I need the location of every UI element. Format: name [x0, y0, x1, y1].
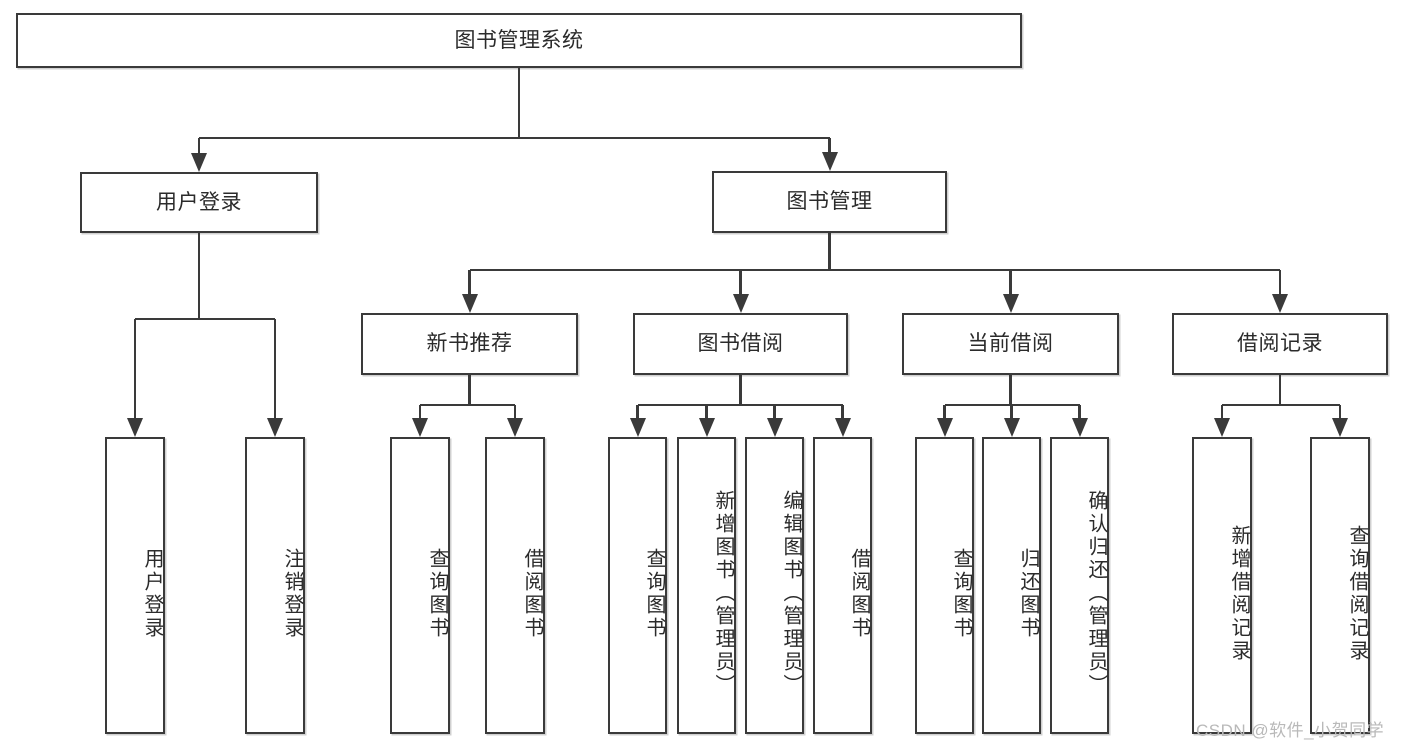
arrow-head-icon: [732, 294, 749, 313]
arrow-head-icon: [936, 418, 953, 437]
connector-trunk: [1009, 375, 1012, 405]
connector-trunk: [739, 375, 742, 405]
connector-trunk: [197, 233, 201, 319]
connector-trunk: [828, 233, 831, 270]
connector-drop: [1078, 405, 1081, 418]
arrow-head-icon: [1003, 418, 1020, 437]
connector-drop: [468, 270, 471, 294]
connector-bus: [1222, 403, 1340, 407]
connector-drop: [943, 405, 946, 418]
connector-drop: [841, 405, 844, 418]
connector-drop: [828, 138, 831, 152]
node-label: 编辑图书（管理员）: [780, 490, 802, 697]
connector-bus: [637, 403, 843, 407]
node-leaf-borrow-book-2[interactable]: 借阅图书: [813, 437, 872, 734]
node-leaf-add-book[interactable]: 新增图书（管理员）: [677, 437, 736, 734]
connector-drop: [197, 138, 201, 153]
connector-drop: [1338, 405, 1342, 418]
csdn-watermark: CSDN @软件_小贺同学: [1196, 721, 1385, 740]
arrow-head-icon: [766, 418, 783, 437]
node-leaf-query-record[interactable]: 查询借阅记录: [1310, 437, 1370, 734]
node-label: 新增图书（管理员）: [712, 490, 734, 697]
node-leaf-query-book-3[interactable]: 查询图书: [915, 437, 974, 734]
node-user-login[interactable]: 用户登录: [80, 172, 318, 233]
connector-bus: [199, 136, 830, 140]
node-label: 借阅图书: [521, 547, 543, 640]
connector-drop: [1278, 270, 1282, 294]
node-label: 借阅图书: [848, 547, 870, 640]
node-leaf-edit-book[interactable]: 编辑图书（管理员）: [745, 437, 804, 734]
node-label: 当前借阅: [967, 332, 1054, 356]
node-label: 归还图书: [1017, 547, 1039, 640]
node-label: 用户登录: [156, 190, 242, 214]
connector-bus: [135, 317, 275, 321]
arrow-head-icon: [821, 152, 838, 171]
node-root[interactable]: 图书管理系统: [16, 13, 1022, 68]
arrow-head-icon: [191, 153, 207, 172]
connector-drop: [705, 405, 708, 418]
connector-bus: [420, 403, 515, 407]
node-label: 图书管理系统: [454, 28, 584, 52]
connector-drop: [513, 405, 517, 418]
node-leaf-confirm-return[interactable]: 确认归还（管理员）: [1050, 437, 1109, 734]
connector-drop: [739, 270, 742, 294]
arrow-head-icon: [1071, 418, 1088, 437]
node-label: 新增借阅记录: [1228, 524, 1250, 663]
node-book-borrow[interactable]: 图书借阅: [633, 313, 848, 375]
arrow-head-icon: [461, 294, 478, 313]
node-label: 图书借阅: [697, 332, 784, 356]
node-borrow-record[interactable]: 借阅记录: [1172, 313, 1388, 375]
arrow-head-icon: [1214, 418, 1230, 437]
connector-trunk: [517, 68, 521, 138]
connector-drop: [1220, 405, 1224, 418]
arrow-head-icon: [267, 418, 283, 437]
connector-bus: [469, 268, 1280, 272]
node-label: 新书推荐: [426, 332, 513, 356]
connector-drop: [133, 319, 137, 418]
node-label: 用户登录: [141, 547, 163, 640]
connector-drop: [418, 405, 422, 418]
connector-drop: [1010, 405, 1013, 418]
connector-drop: [636, 405, 639, 418]
node-leaf-borrow-book-1[interactable]: 借阅图书: [485, 437, 545, 734]
node-label: 确认归还（管理员）: [1085, 490, 1107, 697]
connector-drop: [1009, 270, 1012, 294]
arrow-head-icon: [1002, 294, 1019, 313]
connector-drop: [773, 405, 776, 418]
node-label: 查询借阅记录: [1346, 524, 1368, 663]
node-label: 查询图书: [426, 547, 448, 640]
node-book-manage[interactable]: 图书管理: [712, 171, 947, 233]
node-current-borrow[interactable]: 当前借阅: [902, 313, 1119, 375]
node-label: 注销登录: [281, 547, 303, 640]
arrow-head-icon: [412, 418, 428, 437]
node-leaf-query-book-1[interactable]: 查询图书: [390, 437, 450, 734]
arrow-head-icon: [1272, 294, 1288, 313]
arrow-head-icon: [698, 418, 715, 437]
node-label: 查询图书: [950, 547, 972, 640]
arrow-head-icon: [629, 418, 646, 437]
connector-drop: [273, 319, 277, 418]
node-label: 图书管理: [786, 190, 873, 214]
node-label: 查询图书: [643, 547, 665, 640]
node-leaf-query-book-2[interactable]: 查询图书: [608, 437, 667, 734]
arrow-head-icon: [834, 418, 851, 437]
arrow-head-icon: [1332, 418, 1348, 437]
node-new-book-recommend[interactable]: 新书推荐: [361, 313, 578, 375]
connector-trunk: [1278, 375, 1282, 405]
arrow-head-icon: [507, 418, 523, 437]
node-leaf-user-login[interactable]: 用户登录: [105, 437, 165, 734]
node-leaf-add-record[interactable]: 新增借阅记录: [1192, 437, 1252, 734]
node-leaf-return-book[interactable]: 归还图书: [982, 437, 1041, 734]
node-leaf-logout[interactable]: 注销登录: [245, 437, 305, 734]
arrow-head-icon: [127, 418, 143, 437]
connector-trunk: [468, 375, 471, 405]
node-label: 借阅记录: [1237, 332, 1323, 356]
